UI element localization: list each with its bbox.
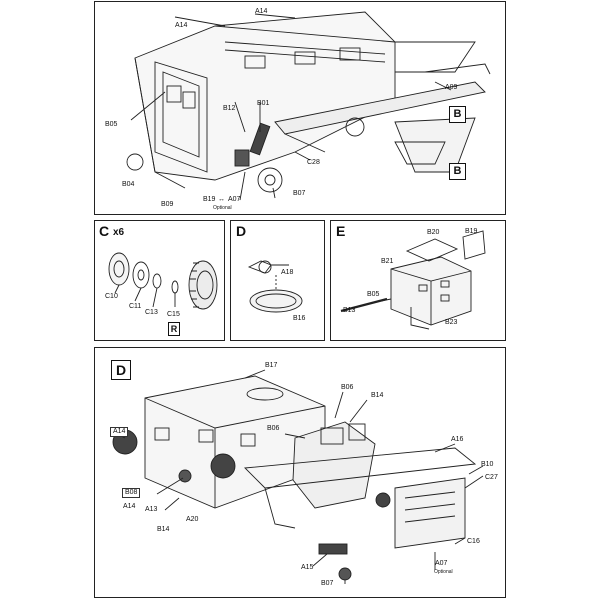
label-b05: B05 [105, 121, 118, 128]
label-b09: B09 [161, 201, 174, 208]
label-b19: B19 [203, 196, 216, 203]
side-badge-r: R [168, 322, 180, 336]
step-letter-c: C [99, 223, 110, 239]
step-e-panel: E B20 B19 B21 B05 B13 B23 [330, 220, 506, 341]
hatch-ring-illustration [247, 260, 303, 313]
label-b16: B16 [293, 315, 306, 322]
label-c10: C10 [105, 293, 118, 300]
label-a07: A07 [228, 196, 241, 203]
label-a13: A13 [145, 506, 158, 513]
label-b14-top: B14 [371, 392, 384, 399]
reference-badge-b-lower: B [449, 163, 466, 180]
label-optional: Optional [213, 205, 232, 211]
final-assembly-panel: D B17 B06 B14 B06 A14 A16 B10 C27 B08 A1… [94, 347, 506, 598]
quantity-multiplier: x6 [113, 227, 125, 238]
label-b06-mid: B06 [267, 425, 280, 432]
hull-rear-illustration [126, 11, 491, 201]
label-a14-low: A14 [123, 503, 136, 510]
step-c-panel: C x6 C10 C11 C13 C15 R [94, 220, 225, 341]
reference-badge-d: D [111, 360, 131, 380]
label-a09: A09 [445, 84, 458, 91]
label-b13: B13 [343, 307, 356, 314]
label-a15: A15 [301, 564, 314, 571]
label-b04: B04 [122, 181, 135, 188]
vehicle-assembly-illustration [112, 369, 484, 584]
label-b21: B21 [381, 258, 394, 265]
step-d-panel: D A18 B16 [230, 220, 325, 341]
label-a14-left: A14 [175, 22, 188, 29]
label-a16: A16 [451, 436, 464, 443]
reference-badge-b-upper: B [449, 106, 466, 123]
label-b14-low: B14 [157, 526, 170, 533]
label-b07: B07 [293, 190, 306, 197]
label-b01: B01 [257, 100, 270, 107]
step-top-panel: A14 A14 A09 B05 B04 B09 B12 B01 C28 B07 … [94, 1, 506, 215]
label-b07: B07 [321, 580, 334, 587]
step-letter-d: D [236, 223, 247, 239]
label-b06-top: B06 [341, 384, 354, 391]
turret-illustration [340, 230, 486, 330]
label-a14-right: A14 [255, 8, 268, 15]
label-a18: A18 [281, 269, 294, 276]
label-b08: B08 [122, 488, 141, 498]
label-optional-bottom: Optional [434, 569, 453, 575]
label-c28: C28 [307, 159, 320, 166]
label-c11: C11 [129, 303, 142, 310]
label-b23: B23 [445, 319, 458, 326]
label-a07: A07 [435, 560, 448, 567]
label-b17: B17 [265, 362, 278, 369]
label-c27: C27 [485, 474, 498, 481]
label-b10: B10 [481, 461, 494, 468]
label-a20: A20 [186, 516, 199, 523]
label-interchange-arrow: ↔ [218, 196, 225, 203]
label-c13: C13 [145, 309, 158, 316]
label-c15: C15 [167, 311, 180, 318]
label-b20: B20 [427, 229, 440, 236]
label-b05: B05 [367, 291, 380, 298]
label-b12: B12 [223, 105, 236, 112]
label-a14: A14 [110, 427, 129, 437]
wheel-illustration [108, 252, 218, 310]
label-b19: B19 [465, 228, 478, 235]
label-c16: C16 [467, 538, 480, 545]
step-letter-e: E [336, 223, 346, 239]
